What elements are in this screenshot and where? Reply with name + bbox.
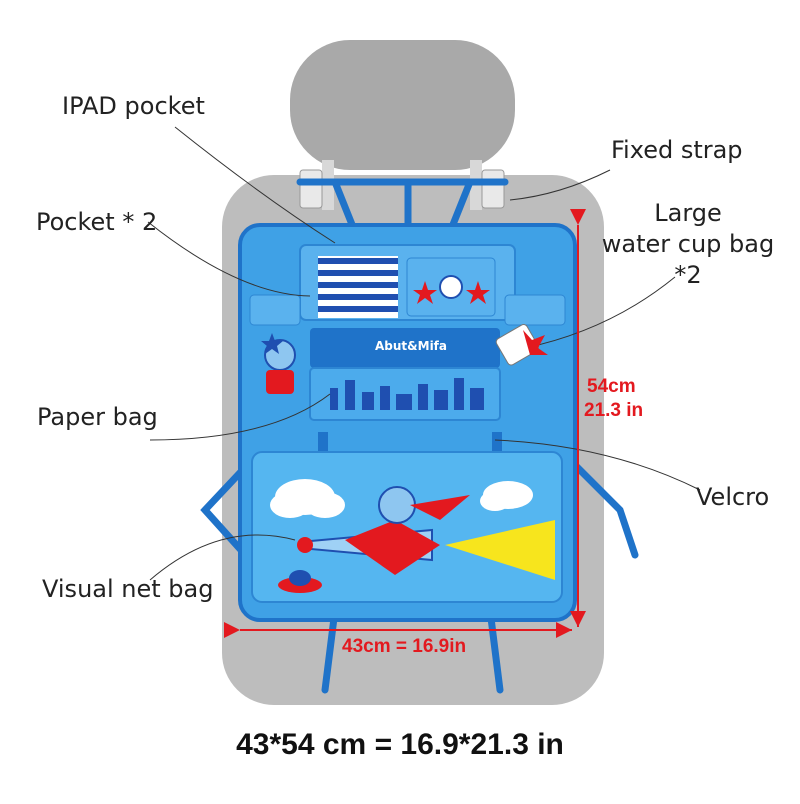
label-velcro: Velcro [696,483,770,511]
label-ipad-pocket: IPAD pocket [62,92,205,120]
bear-mascot-left [261,333,296,394]
cloud-right [480,481,533,511]
dimensions-summary: 43*54 cm = 16.9*21.3 in [236,728,564,761]
leader-pocket-2 [147,221,311,297]
leader-ipad-pocket [174,126,336,244]
star-left [413,281,437,304]
leader-visual-net-bag [149,534,296,581]
strap-buckle-left [299,169,323,209]
bear-pilot [378,486,416,524]
side-strap-right [566,456,639,559]
velcro-tab-left [318,432,328,462]
cloud-logo [270,479,345,518]
side-pocket-left [249,294,301,326]
headrest [290,40,515,170]
label-visual-net-bag: Visual net bag [42,575,214,603]
leader-fixed-strap [509,169,611,201]
cup-holder [495,323,548,366]
brand-label: Abut&Mifa [375,339,447,353]
leader-velcro [494,439,701,491]
city-skyline [330,378,484,410]
leader-lines [147,126,701,581]
leader-large-cup [524,276,676,349]
height-cm-label: 54cm [587,376,636,397]
label-paper-bag: Paper bag [37,403,158,431]
label-large-water-cup-bag: Large water cup bag *2 [598,198,778,291]
star-right [466,281,490,304]
side-strap-left [200,456,256,564]
width-label: 43cm = 16.9in [342,636,467,657]
velcro-tab-right [492,432,502,462]
height-in-label: 21.3 in [584,400,644,421]
label-pocket-2: Pocket * 2 [36,208,158,236]
label-large-cup-line2: water cup bag [601,230,775,258]
leader-paper-bag [149,393,331,441]
striped-pocket [318,256,398,318]
dimension-arrows [224,209,586,638]
label-fixed-strap: Fixed strap [611,136,743,164]
airplane [297,486,555,580]
bear-face-small [439,275,463,299]
side-pocket-right [504,294,566,326]
ufo [278,570,322,593]
light-beam [445,520,555,580]
tray-panel [310,328,500,368]
organizer-body [238,223,577,622]
label-large-cup-line1: Large [654,199,722,227]
label-large-cup-line3: *2 [674,261,702,289]
strap-buckle-right [481,169,505,209]
